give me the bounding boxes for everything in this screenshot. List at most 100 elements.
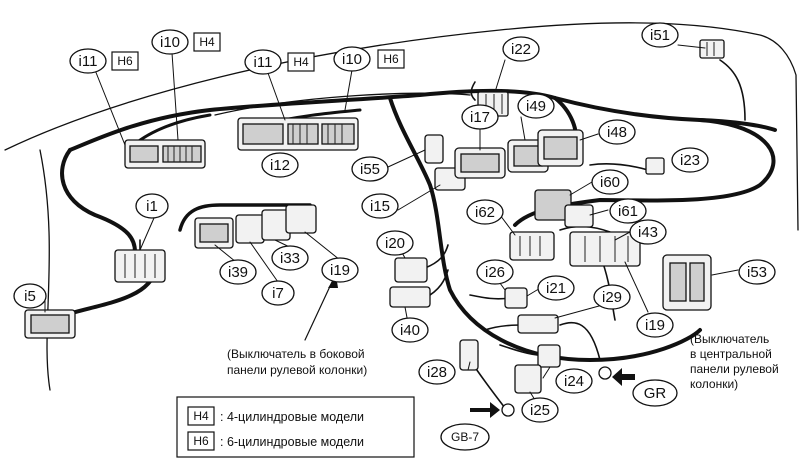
label-i20: i20: [376, 230, 414, 256]
connector-i24: [537, 344, 561, 368]
svg-text:i40: i40: [400, 322, 420, 339]
svg-text:i28: i28: [427, 364, 447, 381]
label-i55: i55: [351, 156, 389, 182]
svg-text:i5: i5: [24, 288, 36, 305]
svg-text:в центральной: в центральной: [690, 347, 772, 361]
label-i22: i22: [502, 36, 540, 62]
i51-wire: [719, 59, 746, 121]
svg-text:i10: i10: [342, 51, 362, 68]
svg-text:i25: i25: [530, 402, 550, 419]
left-harness-branch: [60, 148, 137, 254]
svg-text:H6: H6: [193, 434, 209, 448]
label-i24: i24: [555, 368, 593, 394]
svg-text:H4: H4: [199, 35, 215, 49]
svg-text:i23: i23: [680, 152, 700, 169]
svg-text:GR: GR: [644, 385, 667, 402]
label-i61: i61: [609, 198, 647, 224]
svg-text:i11: i11: [254, 54, 273, 71]
i24-wire: [499, 344, 541, 356]
svg-text:i55: i55: [360, 161, 380, 178]
svg-text:i20: i20: [385, 235, 405, 252]
label-i28: i28: [418, 359, 456, 385]
svg-text:i11: i11: [79, 53, 98, 70]
svg-text:i17: i17: [470, 109, 490, 126]
label-i12: i12: [261, 152, 299, 178]
label-gr: GR: [632, 379, 678, 407]
connector-i1: [114, 249, 166, 283]
svg-text:H6: H6: [117, 54, 133, 68]
connector-i39: [194, 217, 234, 249]
i26-wire: [469, 294, 511, 300]
svg-text:i43: i43: [638, 224, 658, 241]
svg-text:i7: i7: [272, 285, 284, 302]
svg-text:панели рулевой колонки): панели рулевой колонки): [227, 363, 367, 377]
dashboard-outline: [4, 22, 799, 231]
connector-i29: [517, 314, 559, 334]
label-i19-left: i19: [321, 257, 359, 283]
svg-text:колонки): колонки): [690, 377, 738, 391]
legend: H4 : 4-цилиндровые модели H6 : 6-цилиндр…: [176, 396, 415, 458]
label-i11-top: i11: [69, 48, 107, 74]
connector-i40: [389, 286, 431, 308]
label-gb7: GB-7: [440, 423, 490, 451]
label-i29: i29: [593, 284, 631, 310]
note-center-switch: (Выключатель в центральной панели рулево…: [690, 332, 779, 391]
svg-text:H4: H4: [193, 409, 209, 423]
label-i10-top-right: i10: [333, 46, 371, 72]
label-i11-center: i11: [244, 49, 282, 75]
svg-text:i49: i49: [526, 98, 546, 115]
svg-text:i15: i15: [370, 198, 390, 215]
connector-i53: [662, 254, 712, 311]
label-i15: i15: [361, 193, 399, 219]
connector-i11-i10-h6: [124, 139, 206, 169]
center-harness: [388, 96, 702, 362]
label-i23: i23: [671, 147, 709, 173]
svg-text:H4: H4: [293, 55, 309, 69]
label-i39: i39: [219, 259, 257, 285]
label-i17: i17: [461, 104, 499, 130]
note-side-switch: (Выключатель в боковой панели рулевой ко…: [227, 347, 367, 377]
svg-text:i51: i51: [650, 27, 670, 44]
connector-i55: [424, 134, 444, 164]
tag-h4-top: H4: [193, 32, 221, 52]
label-i43: i43: [629, 219, 667, 245]
label-i49: i49: [517, 93, 555, 119]
svg-text:i53: i53: [747, 264, 767, 281]
connector-i21: [504, 287, 528, 309]
connector-i25: [514, 364, 542, 394]
connector-i23: [645, 157, 665, 175]
svg-text:i1: i1: [146, 198, 158, 215]
ground-terminal-gb7: [470, 402, 515, 418]
tag-h6-left: H6: [111, 51, 139, 71]
connector-i7: [235, 214, 265, 244]
label-i21: i21: [537, 275, 575, 301]
tag-h6-right: H6: [377, 49, 405, 69]
label-i48: i48: [598, 119, 636, 145]
svg-text:i19: i19: [645, 317, 665, 334]
label-i53: i53: [738, 259, 776, 285]
svg-text:i33: i33: [280, 250, 300, 267]
connector-i19-left: [285, 204, 317, 234]
svg-text:: 6-цилиндровые модели: : 6-цилиндровые модели: [220, 435, 364, 449]
connector-i43-i19: [569, 231, 641, 267]
connector-i48: [537, 129, 584, 167]
label-i26: i26: [476, 259, 514, 285]
connector-i20: [394, 257, 428, 283]
svg-text:i24: i24: [564, 373, 584, 390]
label-i1: i1: [135, 193, 169, 219]
svg-text:(Выключатель в боковой: (Выключатель в боковой: [227, 347, 365, 361]
svg-text:H6: H6: [383, 52, 399, 66]
label-i60: i60: [591, 169, 629, 195]
svg-text:GB-7: GB-7: [451, 430, 479, 444]
svg-text:i19: i19: [330, 262, 350, 279]
svg-text:i10: i10: [160, 34, 180, 51]
svg-text:i22: i22: [511, 41, 531, 58]
connector-i60-i61: [534, 189, 594, 228]
i23-wire: [589, 163, 649, 171]
label-i19-right: i19: [636, 312, 674, 338]
connector-i12: [237, 117, 359, 151]
label-i7: i7: [261, 280, 295, 306]
svg-text:i26: i26: [485, 264, 505, 281]
svg-text:i61: i61: [618, 203, 638, 220]
